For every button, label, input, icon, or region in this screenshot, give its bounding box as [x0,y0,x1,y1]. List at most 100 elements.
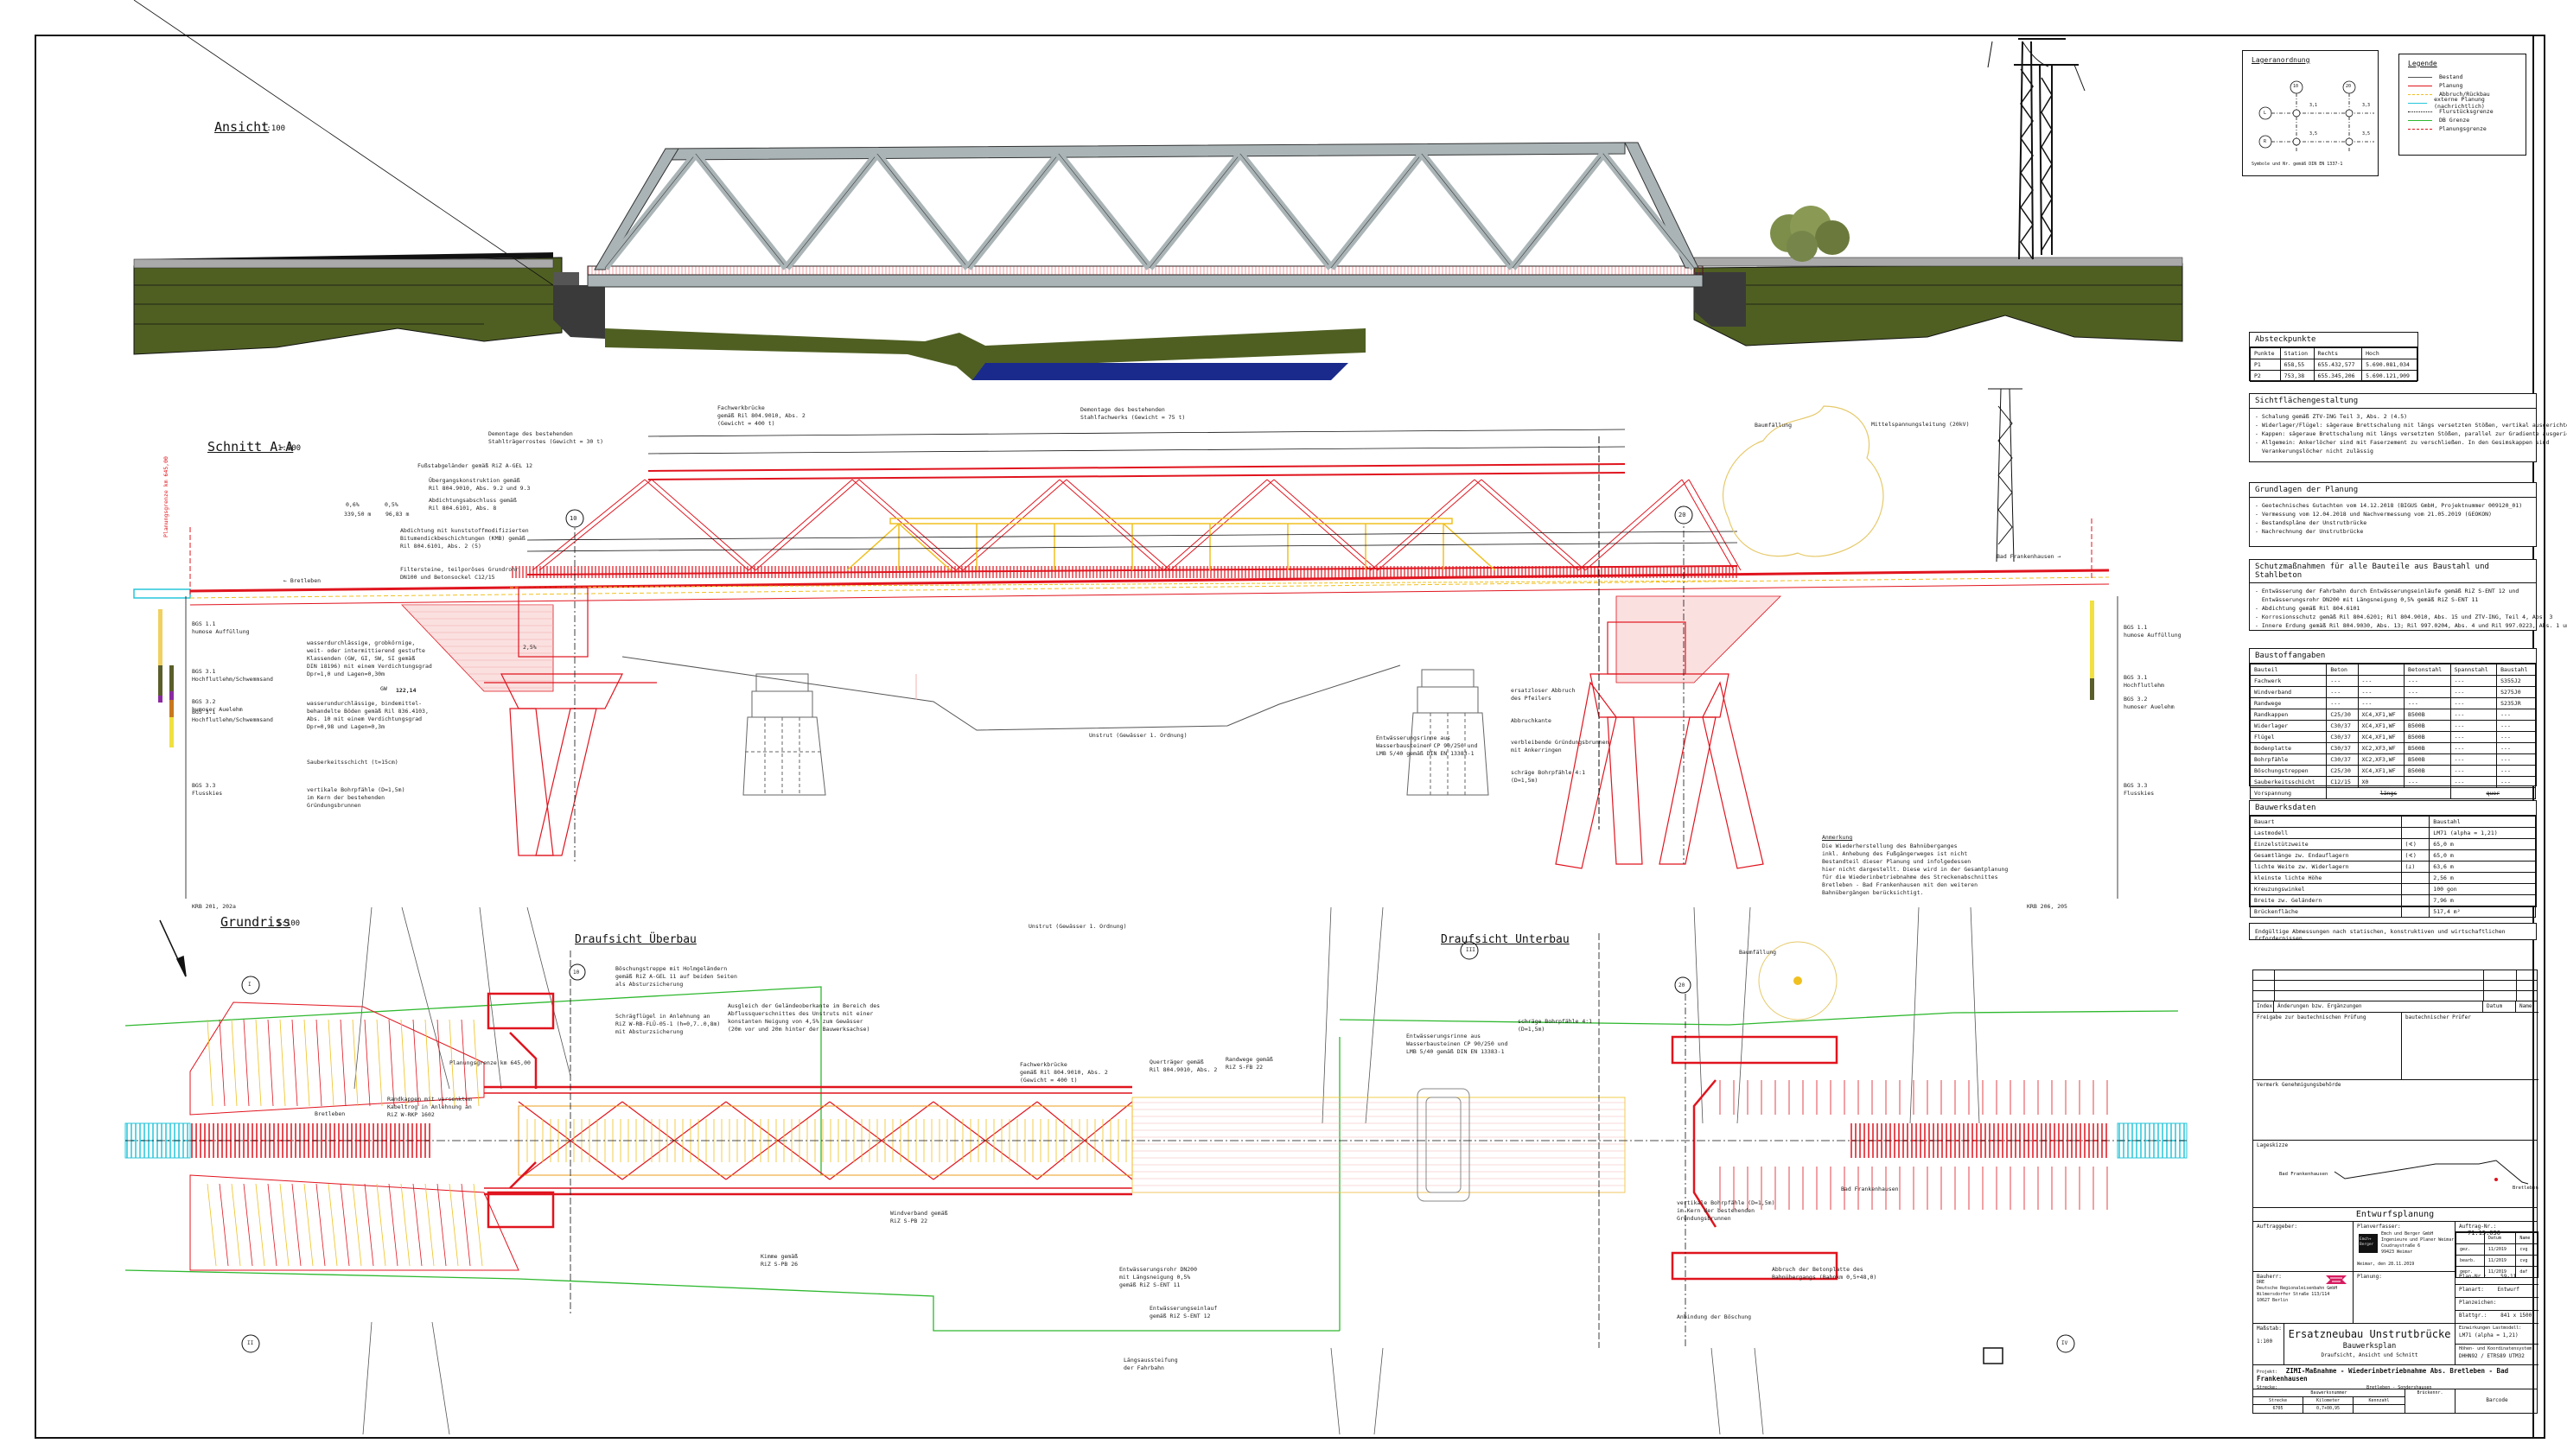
db-boundary-top [124,986,822,1175]
schnitt-annotation: Abdichtung mit kunststoffmodifizierten B… [400,527,529,550]
grundriss-annotation: Kimme gemäß RiZ S-PB 26 [761,1253,799,1268]
soil-layer-label: BGS 3.2 humoser Auelehm [2124,696,2175,710]
table-cell: XC2,XF3,WF [2357,742,2405,754]
legend-item: Bestand [2408,73,2517,81]
legend-item: Planung [2408,81,2517,90]
lastmodell-label: Einwirkungen Lastmodell: [2459,1326,2522,1331]
schnitt-annotation: Übergangskonstruktion gemäß Ril 804.9010… [429,477,531,492]
planverfasser-label: Planverfasser: [2357,1224,2401,1230]
table-cell: gepr. [2456,1266,2485,1278]
grundriss-annotation: Entwässerungsrinne aus Wasserbausteinen … [1406,1033,1508,1055]
pruefer-field: bautechnischer Prüfer [2402,1013,2538,1080]
endgueltig-note: Endgültige Abmessungen nach statischen, … [2249,923,2537,942]
section-truss-member [1481,479,1586,571]
table-row: Einzelstützweite(∢)65,0 m [2250,838,2536,850]
legend-line-swatch [2408,119,2432,121]
grundriss-annotation: Entwässerungsrohr DN200 mit Längsneigung… [1119,1266,1198,1288]
schnitt-annotation: wasserundurchlässige, bindemittel- behan… [307,700,429,730]
plan-truss-member [829,1101,934,1180]
legend-item: externe Planung (nachrichtlich) [2408,96,2517,110]
axis-marker-label: II [247,1340,254,1346]
table-cell: P1 [2250,359,2281,371]
schnitt-annotation: Baumfällung [1755,422,1793,429]
grundriss-axis-markers [241,941,2075,1353]
legend-label: Planung [2439,82,2463,89]
revision-row [2253,970,2537,981]
axis-20-label: 20 [1678,512,1686,518]
legend-line-swatch [2408,76,2432,78]
hatch-line [279,1019,286,1107]
revision-row [2253,991,2537,1001]
table-cell: S355J2 [2496,675,2536,687]
table-cell: --- [2357,686,2405,698]
legend-item: Abbruch/Rückbau [2408,90,2517,99]
db-boundary-bottom [124,1269,1340,1332]
kennzahl-value [2354,1405,2405,1413]
hoehensystem: DHHN92 / ETRS89 UTM32 [2459,1353,2525,1359]
table-cell: --- [2357,675,2405,687]
lastmodell: LM71 (alpha = 1,21) [2459,1332,2519,1338]
list-item: - Korrosionsschutz gemäß Ril 804.6201; R… [2255,614,2553,620]
table-cell: --- [2449,742,2498,754]
direction-bad-frankenhausen-label: Bad Frankenhausen → [1997,553,2061,560]
table-cell: XC4,XF1,WF [2357,709,2405,721]
schnitt-annotation: Mittelspannungsleitung (20kV) [1871,421,1970,428]
table-cell: (⊥) [2400,861,2430,873]
bauwerksdaten-title: Bauwerksdaten [2250,801,2536,816]
abutment-right-section [1555,621,1764,869]
hatch-line [412,1183,423,1267]
river-water [959,363,1348,380]
soil-column-right [2090,596,2118,899]
sheet-frame [35,35,2545,1439]
grundriss-annotation: Böschungstreppe mit Holmgeländern gemäß … [615,965,737,988]
grundriss-annotation: Querträger gemäß Ril 804.9010, Abs. 2 [1150,1059,1218,1073]
lageranordnung-box: Lageranordnung 10 20 L R 3,1 3,3 3,5 3,5… [2242,50,2379,176]
table-cell: C25/30 [2326,765,2359,777]
planart-field: Planart: Entwurf [2456,1285,2538,1298]
table-cell: --- [2357,697,2405,709]
hatch-line [400,1019,407,1107]
table-cell: Vorspannung [2249,787,2328,799]
changes-header: Änderungen bzw. Ergänzungen [2274,1001,2483,1013]
legend-line-swatch [2408,102,2428,104]
gw-label: GW [380,685,387,692]
table-cell: Breite zw. Geländern [2250,894,2402,906]
table-row: Windverband------------S275J0 [2249,686,2536,698]
schnitt-view [133,388,2118,899]
table-cell: --- [2326,686,2359,698]
address-line: DRE [2257,1280,2265,1285]
grundriss-annotation: schräge Bohrpfähle 4:1 (D=1,5m) [1518,1018,1593,1033]
table-cell [2400,872,2430,884]
schnitt-annotation: Demontage des bestehenden Stahlfachwerks… [1080,406,1186,421]
table-cell: Kreuzungswinkel [2250,883,2402,895]
blattgr: 841 x 1500 [2500,1313,2532,1319]
table-cell: 517,4 m² [2429,906,2536,918]
strecke-value: 6705 [2253,1405,2303,1413]
gw-level: 122,14 [396,687,417,694]
schnitt-annotation: Fußstabgeländer gemäß RiZ A-GEL 12 [417,462,533,469]
hatch-line [255,1183,265,1267]
table-row: Randwege------------S235JR [2249,697,2536,709]
title-block: Index Änderungen bzw. Ergänzungen Datum … [2252,970,2538,1414]
hatch-line [291,1183,302,1267]
pier-plan-existing [1417,1088,1470,1202]
axis-10-bearing-label: 10 [2293,84,2299,89]
section-truss-member [1688,479,1742,571]
absteckpunkte-title: Absteckpunkte [2250,333,2417,347]
grundriss-annotation: Unstrut (Gewässer 1. Ordnung) [1029,923,1127,930]
manhole-icon [1983,1347,2003,1364]
hatch-line [219,1019,226,1107]
table-cell [2400,906,2430,918]
label-bretleben: Bretleben [290,577,322,584]
ansicht-view [133,0,2183,380]
grundlagen-list: - Geotechnisches Gutachten vom 14.12.201… [2250,498,2536,539]
table-cell: S275J0 [2496,686,2536,698]
hatch-line [328,1183,338,1267]
